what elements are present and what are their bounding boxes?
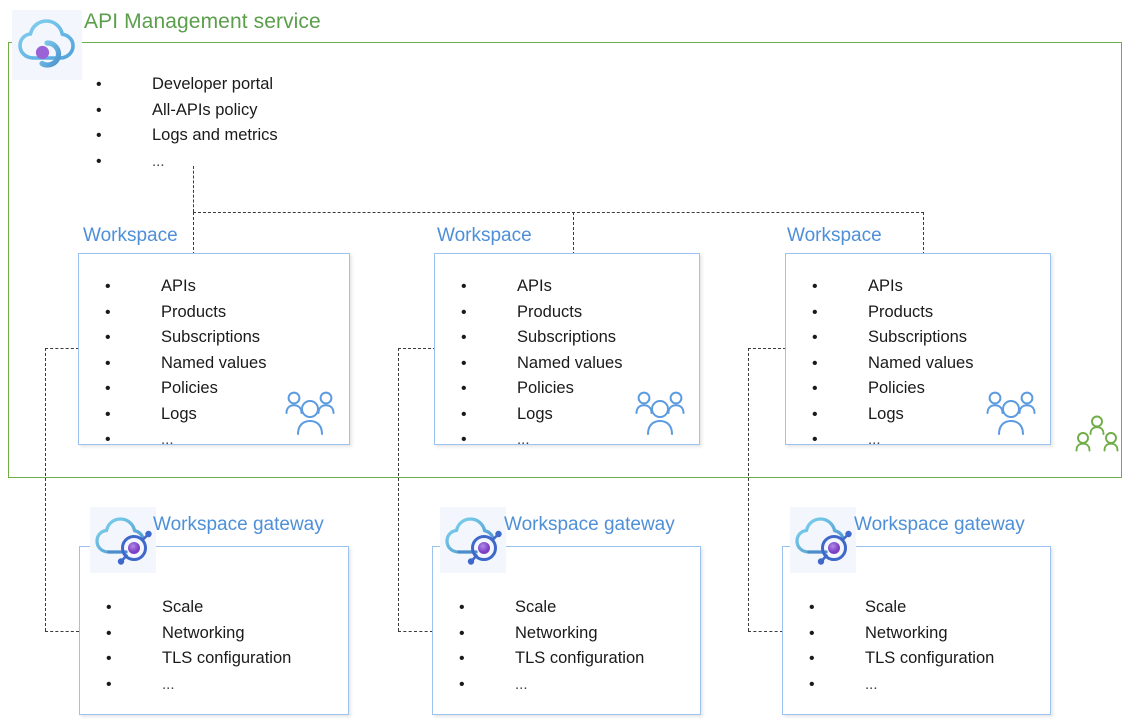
workspace-3-bullet-list: APIs Products Subscriptions Named values… — [812, 274, 973, 453]
list-item: Products — [105, 300, 266, 326]
connector-to-workspace-2 — [573, 212, 574, 255]
connector-ws3-gw3-vertical — [748, 348, 749, 631]
list-item: Logs — [461, 402, 622, 428]
list-item: APIs — [461, 274, 622, 300]
workspace-1-box: APIs Products Subscriptions Named values… — [78, 253, 350, 452]
list-item: Products — [461, 300, 622, 326]
list-item: TLS configuration — [809, 646, 994, 672]
people-group-icon — [633, 390, 687, 436]
gateway-1-bullet-list: Scale Networking TLS configuration ... — [106, 595, 291, 697]
connector-bus-horizontal — [193, 212, 924, 213]
list-item: All-APIs policy — [96, 98, 278, 124]
workspace-gateway-cloud-icon — [90, 507, 156, 573]
connector-apim-stem — [193, 166, 194, 212]
workspace-1-label: Workspace — [83, 225, 178, 246]
connector-gw2-left — [398, 631, 433, 632]
list-item: APIs — [812, 274, 973, 300]
workspace-3-label: Workspace — [787, 225, 882, 246]
list-item: Logs — [105, 402, 266, 428]
list-item: Networking — [809, 621, 994, 647]
workspace-gateway-3-label: Workspace gateway — [854, 514, 1025, 535]
list-item: Scale — [459, 595, 644, 621]
workspace-gateway-1-label: Workspace gateway — [153, 514, 324, 535]
list-item: Scale — [106, 595, 291, 621]
workspace-1-bullet-list: APIs Products Subscriptions Named values… — [105, 274, 266, 453]
list-item: Networking — [106, 621, 291, 647]
workspace-gateway-3-box: Scale Networking TLS configuration ... — [782, 546, 1051, 715]
workspace-gateway-cloud-icon — [440, 507, 506, 573]
list-item: Named values — [461, 351, 622, 377]
connector-ws1-gw1-vertical — [45, 348, 46, 631]
workspace-2-bullet-list: APIs Products Subscriptions Named values… — [461, 274, 622, 453]
api-management-cloud-icon — [12, 10, 82, 80]
connector-ws2-gw2-vertical — [398, 348, 399, 631]
connector-ws2-left — [398, 348, 436, 349]
workspace-2-label: Workspace — [437, 225, 532, 246]
list-item: Policies — [105, 376, 266, 402]
list-item: Products — [812, 300, 973, 326]
list-item: ... — [96, 149, 278, 175]
list-item: ... — [459, 672, 644, 698]
list-item: Networking — [459, 621, 644, 647]
list-item: Logs — [812, 402, 973, 428]
people-group-icon — [283, 390, 337, 436]
connector-to-workspace-3 — [923, 212, 924, 255]
list-item: Subscriptions — [461, 325, 622, 351]
list-item: ... — [812, 427, 973, 453]
connector-gw3-left — [748, 631, 783, 632]
list-item: Scale — [809, 595, 994, 621]
list-item: Subscriptions — [812, 325, 973, 351]
list-item: Subscriptions — [105, 325, 266, 351]
gateway-3-bullet-list: Scale Networking TLS configuration ... — [809, 595, 994, 697]
list-item: Policies — [461, 376, 622, 402]
connector-to-workspace-1 — [193, 212, 194, 255]
list-item: ... — [809, 672, 994, 698]
apim-bullet-list: Developer portal All-APIs policy Logs an… — [96, 72, 278, 174]
workspace-gateway-1-box: Scale Networking TLS configuration ... — [79, 546, 349, 715]
list-item: ... — [105, 427, 266, 453]
list-item: APIs — [105, 274, 266, 300]
workspace-3-box: APIs Products Subscriptions Named values… — [785, 253, 1051, 452]
page-title: API Management service — [84, 10, 321, 33]
list-item: Logs and metrics — [96, 123, 278, 149]
list-item: ... — [106, 672, 291, 698]
connector-gw1-left — [45, 631, 79, 632]
workspace-gateway-cloud-icon — [790, 507, 856, 573]
list-item: Developer portal — [96, 72, 278, 98]
people-group-icon — [984, 390, 1038, 436]
list-item: TLS configuration — [459, 646, 644, 672]
workspace-gateway-2-box: Scale Networking TLS configuration ... — [432, 546, 701, 715]
list-item: Named values — [812, 351, 973, 377]
workspace-2-box: APIs Products Subscriptions Named values… — [434, 253, 700, 452]
list-item: Named values — [105, 351, 266, 377]
connector-ws3-left — [748, 348, 786, 349]
list-item: Policies — [812, 376, 973, 402]
people-group-green-icon — [1075, 415, 1119, 455]
list-item: ... — [461, 427, 622, 453]
gateway-2-bullet-list: Scale Networking TLS configuration ... — [459, 595, 644, 697]
connector-ws1-left — [45, 348, 79, 349]
list-item: TLS configuration — [106, 646, 291, 672]
workspace-gateway-2-label: Workspace gateway — [504, 514, 675, 535]
